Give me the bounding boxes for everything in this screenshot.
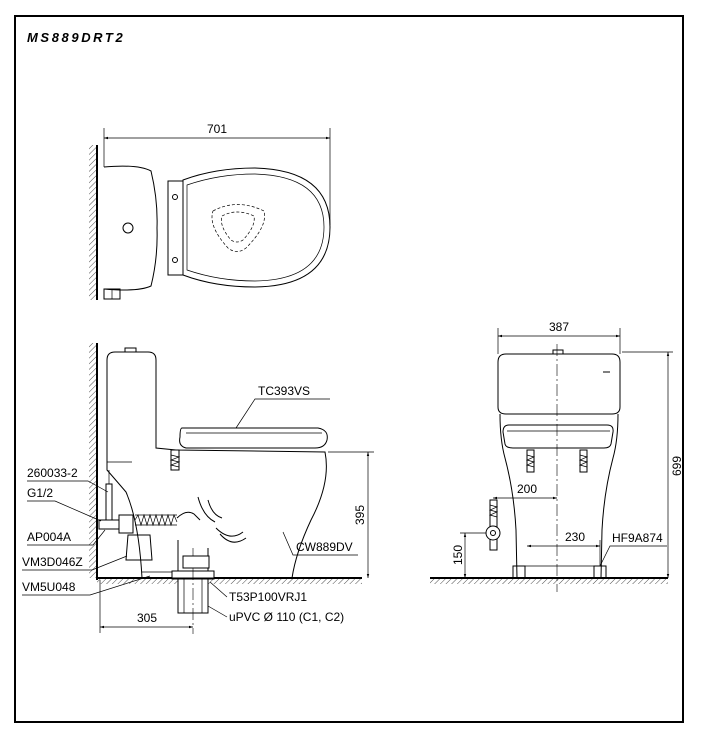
front-inlet-thread — [488, 504, 499, 518]
side-floor-hatch — [97, 578, 362, 584]
label-seat: TC393VS — [258, 384, 310, 398]
front-foot-right — [593, 565, 607, 579]
front-hinge-bolt-left — [526, 449, 535, 473]
label-valve-b: VM5U048 — [22, 580, 76, 594]
leader-flange — [209, 581, 228, 598]
label-angle-valve: AP004A — [27, 530, 71, 544]
front-inlet-valve-icon — [485, 525, 501, 541]
side-depth-dimension-label: 305 — [137, 611, 157, 625]
leader-valve-a — [22, 555, 128, 571]
label-thread: G1/2 — [27, 486, 53, 500]
side-outlet-connector — [182, 555, 210, 569]
front-flush-button — [552, 349, 564, 355]
leader-seat — [235, 398, 330, 429]
side-view: 395 305 TC393VS 260033-2 G1/2 AP004A VM3… — [22, 343, 374, 634]
top-bowl-outline-dashed — [211, 204, 265, 252]
side-flush-button — [124, 347, 137, 353]
top-hinge-lower-icon — [172, 257, 178, 263]
side-angle-valve — [98, 519, 120, 530]
top-view: 701 — [89, 122, 331, 300]
side-flush-valve — [125, 534, 153, 561]
front-offset-dimension-label: 200 — [517, 482, 537, 496]
sheet-frame — [14, 15, 684, 723]
top-bowl-water-dashed — [221, 211, 255, 243]
flush-button-icon — [122, 222, 134, 234]
top-seat-lid-inner — [186, 173, 325, 282]
front-inlet-pipe — [489, 499, 498, 551]
side-height-dimension-label: 395 — [353, 505, 367, 525]
label-bowl: CW889DV — [296, 540, 353, 554]
top-wall-hatch — [89, 145, 97, 300]
front-hinge-thread-right — [578, 454, 589, 468]
front-hinge-bolt-right — [579, 449, 588, 473]
front-foot-left — [512, 565, 526, 579]
leader-fitting — [27, 480, 109, 493]
side-inlet-fitting — [118, 514, 134, 534]
front-floor-hatch — [430, 578, 668, 584]
side-wall-hatch — [89, 343, 97, 578]
front-inlet-valve-core — [490, 530, 496, 536]
top-hinge-upper-icon — [172, 194, 178, 200]
label-valve-a: VM3D046Z — [22, 555, 83, 569]
front-hinge-thread-left — [525, 454, 536, 468]
top-seat-hinge-block — [167, 180, 184, 276]
model-title: MS889DRT2 — [27, 30, 125, 45]
label-fitting: 260033-2 — [27, 466, 78, 480]
front-inlet-height-dimension-label: 150 — [451, 545, 465, 565]
label-flange: T53P100VRJ1 — [229, 590, 307, 604]
leader-bolt — [599, 545, 667, 567]
top-tank — [103, 165, 158, 291]
front-view: 387 699 200 230 — [430, 320, 684, 592]
leader-thread — [27, 500, 102, 522]
side-seat-hinge-thread — [169, 454, 181, 468]
front-height-dimension-label: 699 — [670, 456, 684, 476]
leader-valve-b — [22, 575, 151, 596]
side-trapway-lower — [207, 499, 223, 519]
side-trapway-outlet-inner — [219, 533, 247, 543]
leader-bowl — [282, 531, 358, 556]
front-spacing-dimension-label: 230 — [565, 530, 585, 544]
front-tank — [497, 353, 621, 415]
side-seat — [179, 427, 328, 449]
leader-angle-valve — [27, 529, 106, 546]
label-bolt: HF9A874 — [612, 531, 663, 545]
top-width-dimension-label: 701 — [207, 122, 227, 136]
side-trapway-outlet — [215, 527, 244, 537]
front-seat — [502, 424, 614, 449]
top-seat-lid-outer — [182, 167, 331, 288]
side-riser — [176, 511, 201, 521]
leader-pipe — [207, 605, 228, 618]
side-trapway-upper — [197, 496, 216, 523]
side-flexible-hose — [134, 513, 178, 527]
label-pipe: uPVC Ø 110 (C1, C2) — [229, 610, 344, 624]
front-width-dimension-label: 387 — [549, 320, 569, 334]
front-body — [499, 413, 619, 579]
